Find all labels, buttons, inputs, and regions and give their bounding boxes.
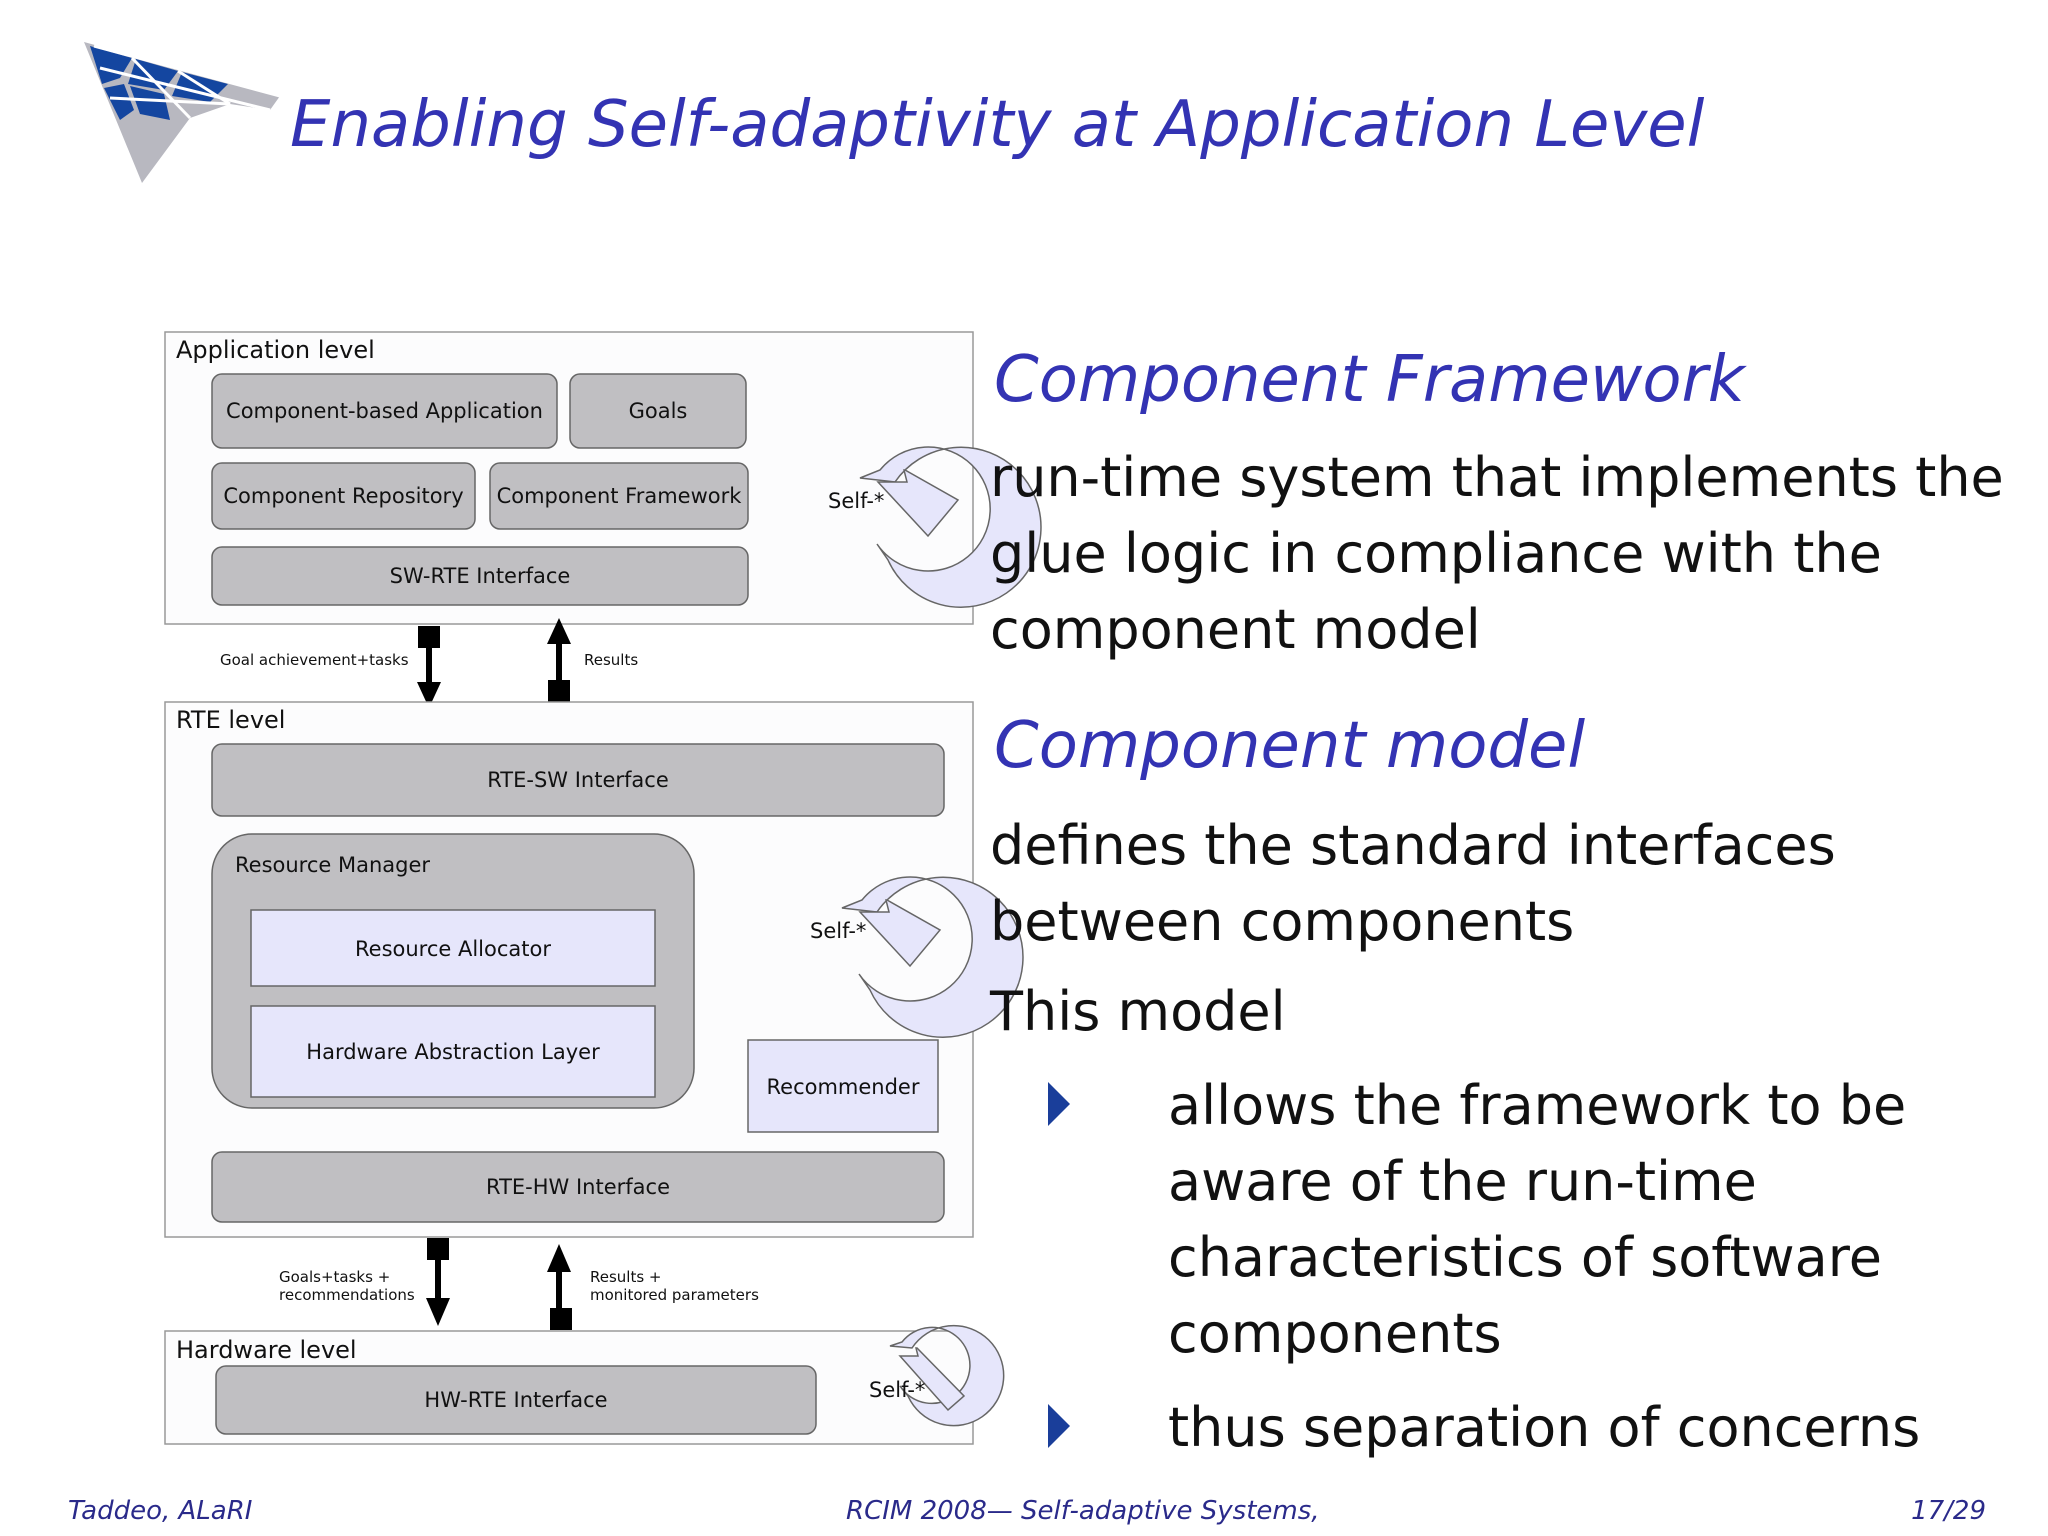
goals-tasks-label-line2: recommendations (279, 1286, 415, 1304)
footer-author: Taddeo, ALaRI (68, 1496, 253, 1526)
rte-hw-interface-box: RTE-HW Interface (211, 1151, 945, 1223)
application-level-label: Application level (176, 336, 375, 364)
component-based-application-label: Component-based Application (226, 399, 543, 423)
self-star-label: Self-* (828, 489, 884, 513)
goals-tasks-label-line1: Goals+tasks + (279, 1268, 390, 1286)
hardware-level-label: Hardware level (176, 1336, 357, 1364)
bullet-text: thus separation of concerns (1168, 1396, 1921, 1459)
recommender-box: Recommender (747, 1039, 939, 1133)
results-label: Results (584, 651, 638, 669)
hardware-abstraction-layer-box: Hardware Abstraction Layer (250, 1005, 656, 1098)
hw-rte-interface-label: HW-RTE Interface (424, 1388, 607, 1412)
bullet-text: allows the framework to be aware of the … (1168, 1074, 1907, 1365)
component-model-definition: defines the standard interfaces between … (990, 814, 1836, 953)
rte-hw-arrows: Goals+tasks + recommendations Results + … (279, 1238, 759, 1330)
sw-rte-interface-box: SW-RTE Interface (211, 546, 749, 606)
triangle-bullet-icon (1048, 1082, 1070, 1126)
component-repository-box: Component Repository (211, 462, 476, 530)
heading-component-model: Component model (994, 709, 1586, 783)
self-adaptive-cycle-icon: Self-* (869, 1324, 1005, 1427)
resource-allocator-box: Resource Allocator (250, 909, 656, 987)
component-framework-label: Component Framework (497, 484, 743, 508)
resource-manager-label: Resource Manager (235, 853, 430, 877)
self-star-label: Self-* (869, 1378, 925, 1402)
goals-label: Goals (629, 399, 688, 423)
application-level: Application level Component-based Applic… (164, 331, 1042, 625)
goals-box: Goals (569, 373, 747, 449)
app-rte-arrows: Goal achievement+tasks Results (220, 618, 638, 708)
hardware-level: Hardware level HW-RTE Interface Self-* (164, 1324, 1005, 1445)
self-star-label: Self-* (810, 919, 866, 943)
footer-page-number: 17/29 (1911, 1496, 1986, 1526)
component-based-application-box: Component-based Application (211, 373, 558, 449)
rte-sw-interface-label: RTE-SW Interface (487, 768, 669, 792)
component-repository-label: Component Repository (223, 484, 463, 508)
resource-manager-box: Resource Manager Resource Allocator Hard… (211, 833, 695, 1109)
results-monitored-label-line2: monitored parameters (590, 1286, 759, 1304)
sw-rte-interface-label: SW-RTE Interface (390, 564, 571, 588)
hw-rte-interface-box: HW-RTE Interface (215, 1365, 817, 1435)
heading-component-framework: Component Framework (994, 343, 1745, 417)
goal-achievement-tasks-label: Goal achievement+tasks (220, 651, 409, 669)
self-adaptive-cycle-icon: Self-* (810, 876, 1024, 1038)
self-adaptive-cycle-icon: Self-* (828, 446, 1042, 608)
rte-level: RTE level RTE-SW Interface Resource Mana… (164, 701, 1024, 1238)
hardware-abstraction-layer-label: Hardware Abstraction Layer (306, 1040, 600, 1064)
resource-allocator-label: Resource Allocator (355, 937, 551, 961)
results-monitored-label-line1: Results + (590, 1268, 662, 1286)
component-framework-box: Component Framework (489, 462, 749, 530)
institution-logo (84, 42, 281, 183)
rte-hw-interface-label: RTE-HW Interface (486, 1175, 670, 1199)
this-model-text: This model (990, 980, 1286, 1043)
slide-title: Enabling Self-adaptivity at Application … (290, 88, 1705, 162)
recommender-label: Recommender (767, 1075, 920, 1099)
rte-sw-interface-box: RTE-SW Interface (211, 743, 945, 817)
rte-level-label: RTE level (176, 706, 285, 734)
component-framework-definition: run-time system that implements the glue… (990, 446, 2004, 661)
footer-event: RCIM 2008— Self-adaptive Systems, (846, 1496, 1320, 1526)
triangle-bullet-icon (1048, 1404, 1070, 1448)
